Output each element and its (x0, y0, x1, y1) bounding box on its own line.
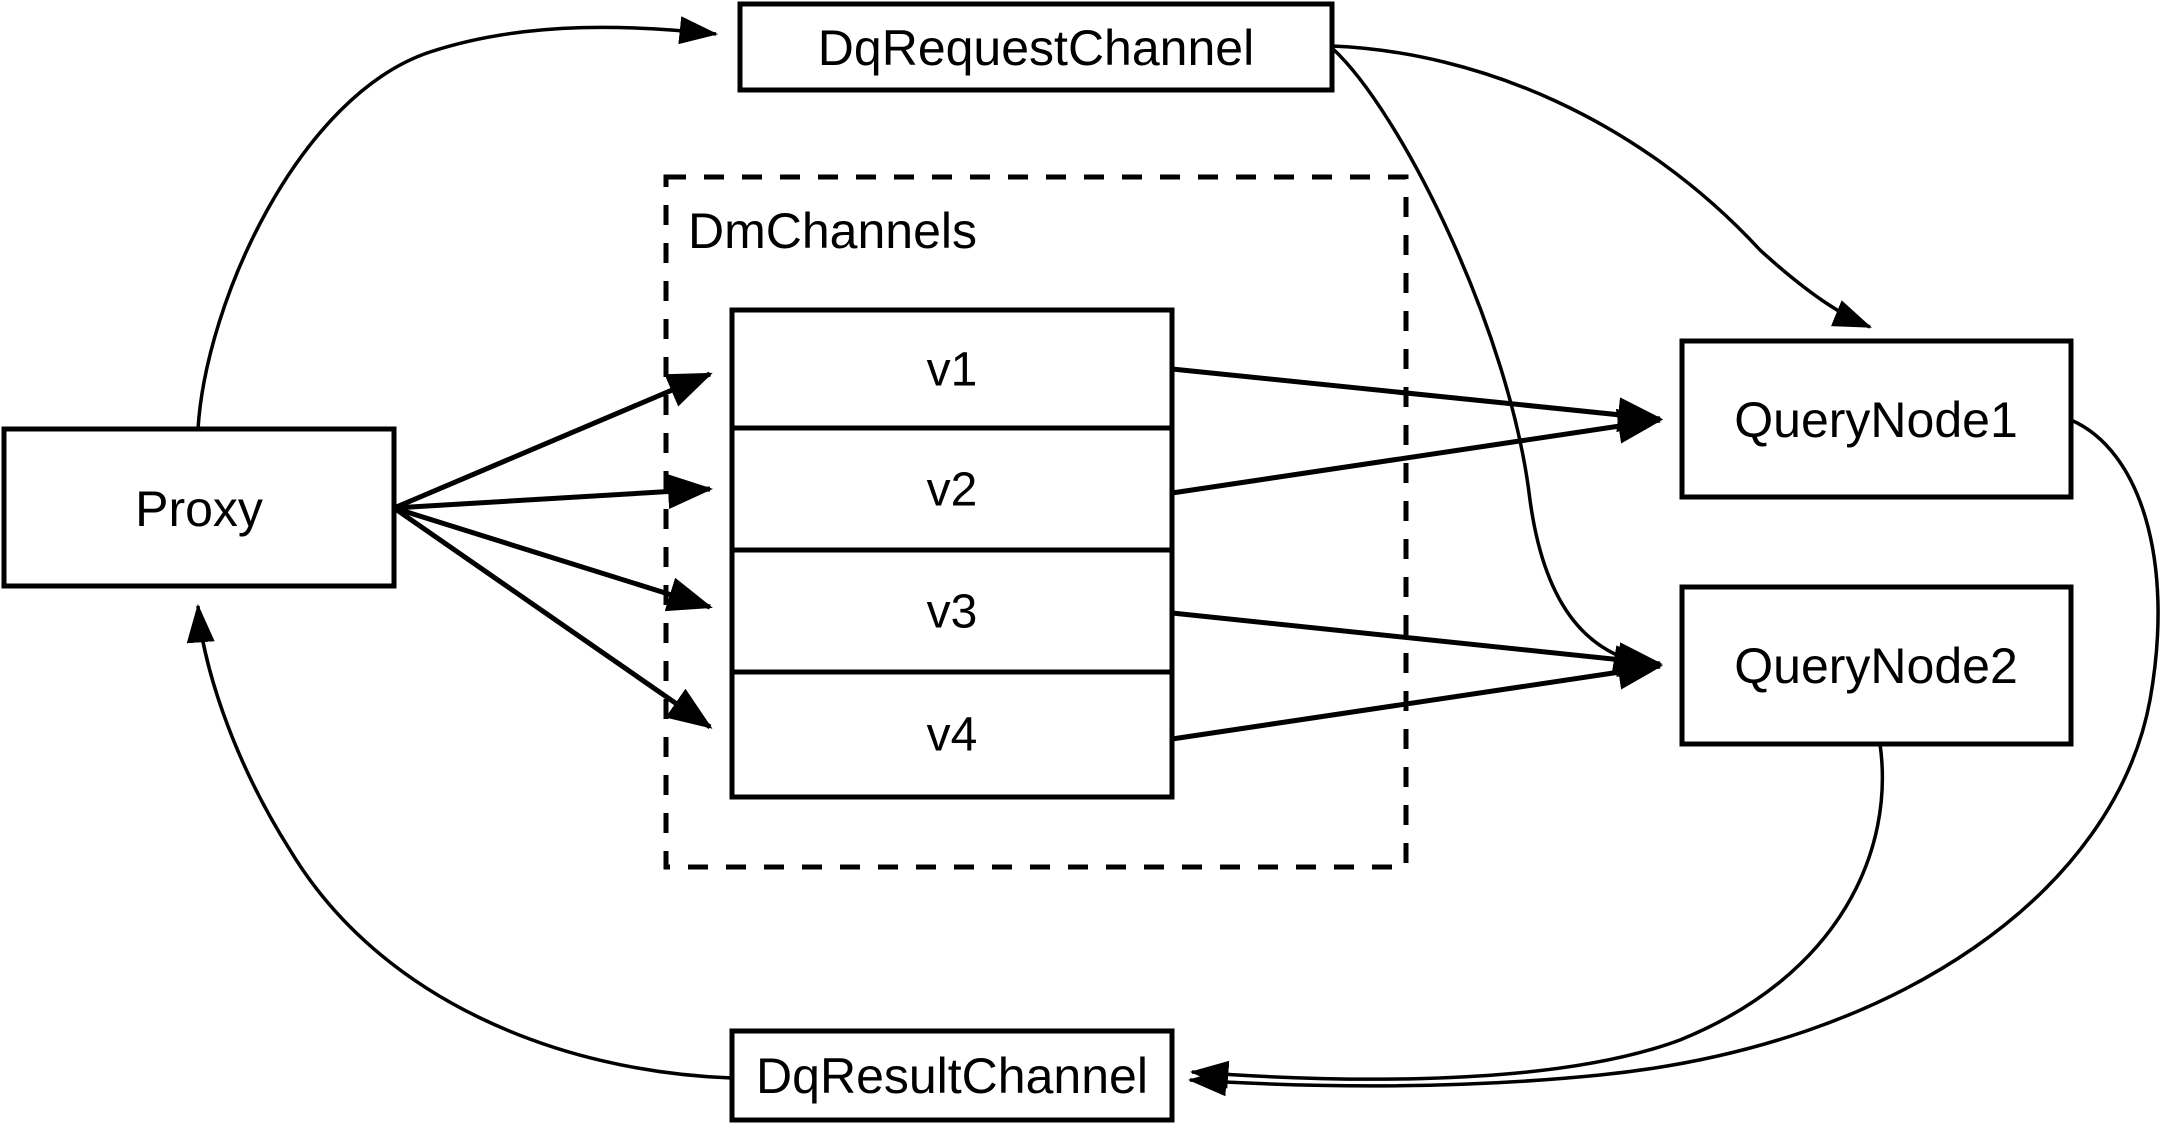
dmchannel-row-v2[interactable]: v2 (927, 464, 978, 517)
node-dqrequestchannel-label: DqRequestChannel (818, 20, 1254, 76)
edge-querynode1-to-dqresultchannel (1187, 418, 2160, 1097)
edge-v2-to-querynode1 (1171, 408, 1663, 496)
edge-proxy-to-v2 (393, 474, 713, 511)
node-dqresultchannel-label: DqResultChannel (756, 1048, 1148, 1104)
node-proxy-box[interactable] (1, 426, 397, 589)
edge-v3-to-querynode2 (1171, 610, 1663, 678)
edge-dqrequestchannel-to-querynode2 (1330, 46, 1653, 673)
edge-proxy-to-v4 (392, 505, 713, 730)
edge-v1-to-querynode1 (1171, 366, 1663, 433)
edge-proxy-to-v1 (393, 371, 713, 511)
node-dqrequestchannel-box[interactable] (737, 1, 1335, 93)
node-dqresultchannel[interactable]: DqResultChannel (729, 1028, 1175, 1123)
node-querynode2[interactable]: QueryNode2 (1679, 584, 2074, 747)
node-querynode1[interactable]: QueryNode1 (1679, 338, 2074, 500)
dmchannel-row-v4[interactable]: v4 (927, 709, 978, 762)
dmchannels-table: v1 v2 v3 v4 (729, 307, 1175, 800)
node-proxy[interactable]: Proxy (1, 426, 397, 589)
node-querynode2-box[interactable] (1679, 584, 2074, 747)
node-querynode2-label: QueryNode2 (1734, 638, 2018, 694)
dmchannels-group-border (663, 174, 1409, 870)
node-querynode1-label: QueryNode1 (1734, 392, 2018, 448)
edge-dqresultchannel-to-proxy (186, 603, 733, 1080)
node-querynode1-box[interactable] (1679, 338, 2074, 500)
node-proxy-label: Proxy (135, 481, 263, 537)
edge-proxy-to-v3 (393, 505, 713, 612)
dmchannels-group: DmChannels (663, 174, 1409, 870)
edge-proxy-to-dqrequestchannel (196, 16, 719, 430)
edge-v4-to-querynode2 (1171, 654, 1663, 742)
edge-dqrequestchannel-to-querynode1 (1331, 44, 1872, 329)
node-dqrequestchannel[interactable]: DqRequestChannel (737, 1, 1335, 93)
dmchannel-row-v1[interactable]: v1 (927, 344, 978, 397)
dmchannels-group-label: DmChannels (688, 203, 977, 259)
edge-querynode2-to-dqresultchannel (1189, 743, 1885, 1089)
dmchannel-row-v3[interactable]: v3 (927, 586, 978, 639)
dmchannels-table-border (729, 307, 1175, 800)
node-dqresultchannel-box[interactable] (729, 1028, 1175, 1123)
